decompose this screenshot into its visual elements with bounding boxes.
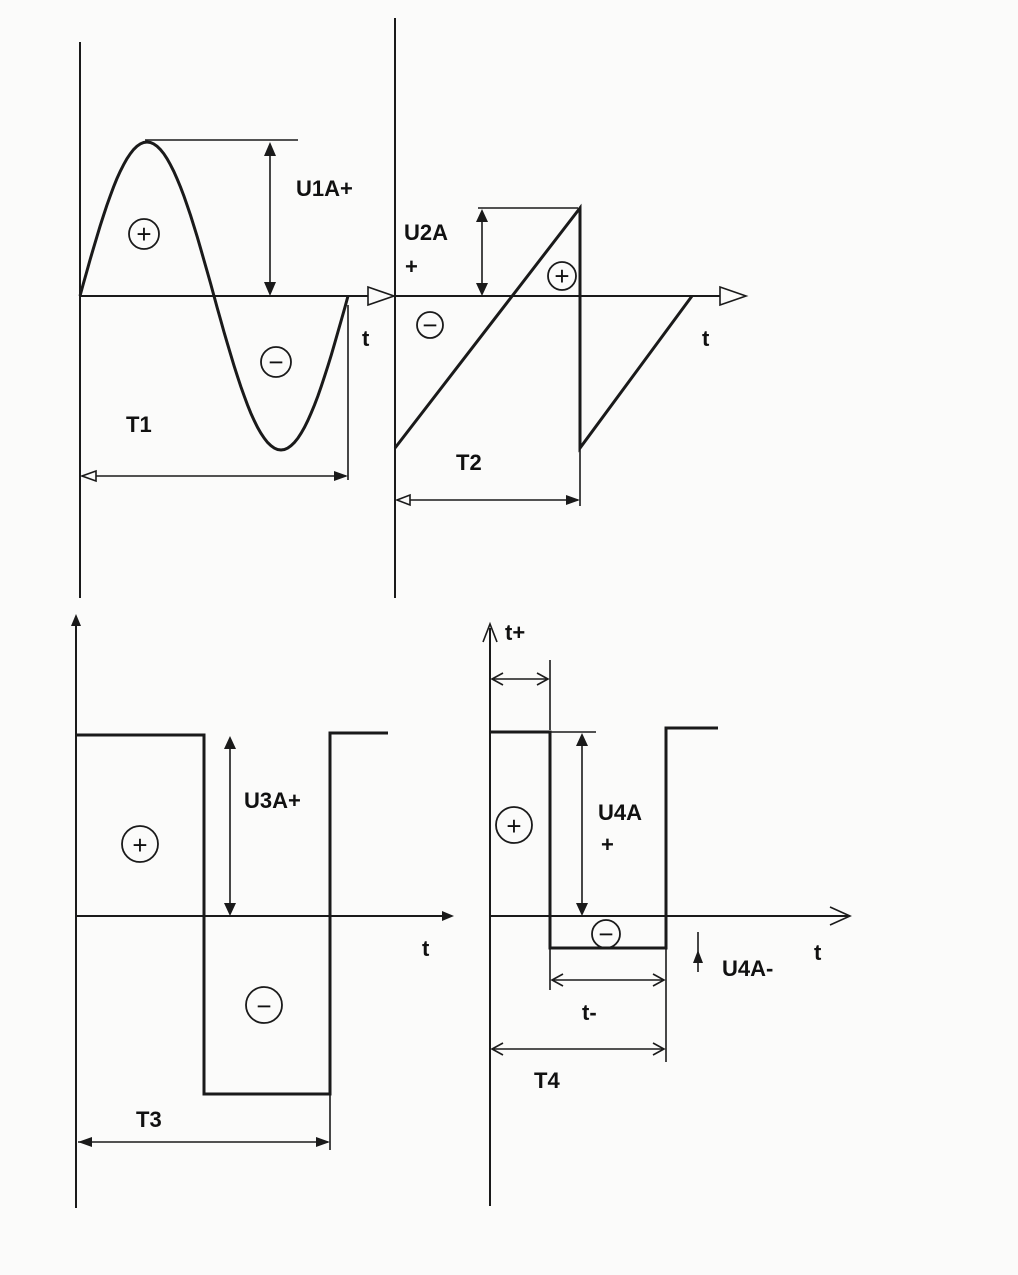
saw-period-arrowhead-left [394,493,411,507]
panel-sawtooth: U2A + + − t T2 [393,18,749,598]
sine-amplitude-arrowhead-top [264,142,276,156]
sine-time-label: t [362,326,370,351]
pulse-positive-sign: + [506,811,521,841]
sine-amplitude-arrowhead-bottom [264,282,276,296]
saw-amplitude-arrowhead-top [476,209,488,222]
square-positive-sign: + [132,830,147,860]
saw-period-arrowhead-right [566,495,580,505]
pulse-positive-duration-arrowhead-left [490,672,504,686]
pulse-positive-duration-arrowhead-right [536,672,550,686]
saw-amplitude-label: U2A [404,220,448,245]
square-time-label: t [422,936,430,961]
sine-positive-sign-circle [128,218,160,250]
saw-time-label: t [702,326,710,351]
pulse-negative-duration-arrowhead-left [550,973,564,987]
x-axis-4-arrowhead [829,906,852,926]
saw-negative-sign: − [422,310,437,340]
square-amplitude-label: U3A+ [244,788,301,813]
saw-amplitude-suffix: + [405,254,418,279]
sawtooth-wave [393,203,694,453]
saw-period-label: T2 [456,450,482,475]
sine-period-label: T1 [126,412,152,437]
saw-negative-sign-circle [416,311,444,339]
pulse-amplitude-suffix: + [601,832,614,857]
panel-square: U3A+ + − t T3 [71,614,454,1208]
square-period-arrowhead-left [78,1137,92,1147]
x-axis-2-arrowhead [719,285,749,307]
sine-period-arrowhead-right [334,471,348,481]
pulse-amplitude-arrowhead-top [576,733,588,746]
pulse-negative-amplitude-arrowhead [693,950,703,963]
panel-sine: U1A+ + − t T1 [78,42,397,598]
x-axis-3-arrowhead [442,911,454,921]
sine-amplitude-label: U1A+ [296,176,353,201]
sine-period-arrowhead-left [79,469,97,483]
pulse-negative-duration-arrowhead-right [652,973,666,987]
square-amplitude-arrowhead-top [224,736,236,749]
square-positive-sign-circle [121,825,159,863]
square-period-label: T3 [136,1107,162,1132]
sine-negative-sign: − [268,347,283,377]
saw-positive-sign-circle [547,261,577,291]
sine-positive-sign: + [136,219,151,249]
pulse-negative-sign: − [598,919,613,949]
pulse-negative-amplitude-label: U4A- [722,956,773,981]
pulse-negative-duration-label: t- [582,1000,597,1025]
pulse-positive-duration-label: t+ [505,620,525,645]
pulse-amplitude-label: U4A [598,800,642,825]
saw-amplitude-arrowhead-bottom [476,283,488,296]
square-amplitude-arrowhead-bottom [224,903,236,916]
pulse-time-label: t [814,940,822,965]
pulse-period-arrowhead-left [490,1042,504,1056]
sine-negative-sign-circle [260,346,292,378]
square-period-arrowhead-right [316,1137,330,1147]
pulse-period-label: T4 [534,1068,560,1093]
pulse-negative-sign-circle [591,919,621,949]
pulse-period-arrowhead-right [652,1042,666,1056]
square-negative-sign-circle [245,986,283,1024]
y-axis-4-arrowhead [482,621,498,643]
sine-wave [78,140,350,452]
square-wave [76,731,388,1096]
y-axis-3-arrowhead [71,614,81,626]
panel-pulse: t+ U4A + + − U4A- t t- T4 [482,620,852,1206]
pulse-amplitude-arrowhead-bottom [576,903,588,916]
square-negative-sign: − [256,991,271,1021]
x-axis-1-arrowhead [367,285,397,307]
saw-positive-sign: + [554,261,569,291]
pulse-positive-sign-circle [495,806,533,844]
